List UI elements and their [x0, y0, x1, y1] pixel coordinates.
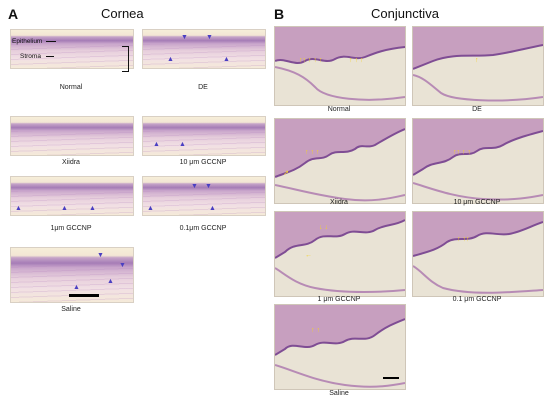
conjunctiva-image-normal: ↑↑ ↑ ↑ ↑ ↑ ↑ ↑: [274, 26, 406, 106]
conjunctiva-image-10um: ↑↑ ↑ ↑: [412, 118, 544, 204]
arrow-down-icon: ▼: [181, 34, 188, 41]
cornea-image-10um: ▲ ▲: [142, 116, 266, 156]
conjunctiva-caption-normal: Normal: [327, 106, 351, 113]
scale-bar: [69, 294, 99, 297]
cornea-caption-normal: Normal: [59, 84, 83, 91]
arrow-up-icon: ↑ ↑↑: [457, 236, 470, 243]
arrow-up-icon: ▲: [147, 205, 154, 212]
thickness-bracket: [122, 46, 129, 72]
conjunctiva-image-1um: ↓ ↓ ←: [274, 211, 406, 297]
epithelium-pointer-line: [46, 41, 56, 42]
epithelium-label: Epithelium: [12, 38, 43, 45]
conjunctiva-caption-01um: 0.1 μm GCCNP: [452, 296, 502, 303]
panel-a-letter: A: [8, 6, 19, 22]
cornea-caption-01um: 0.1μm GCCNP: [179, 225, 227, 232]
arrow-down-icon: ▼: [119, 262, 126, 269]
arrow-up-icon: ↑ ↑: [311, 327, 320, 334]
stroma-pointer-line: [46, 56, 54, 57]
arrow-down-icon: ▼: [97, 252, 104, 259]
conjunctiva-image-saline: ↑ ↑: [274, 304, 406, 390]
stroma-label: Stroma: [20, 53, 41, 60]
arrow-up-icon: ▲: [167, 56, 174, 63]
arrow-up-icon: ↑: [475, 57, 479, 64]
panel-b-letter: B: [274, 6, 285, 22]
conjunctiva-image-01um: ↑ ↑↑: [412, 211, 544, 297]
arrow-up-icon: ↑↑ ↑ ↑ ↑: [299, 57, 323, 64]
arrow-down-icon: ▼: [206, 34, 213, 41]
cornea-image-xiidra: [10, 116, 134, 156]
arrow-up-icon: ▲: [179, 141, 186, 148]
arrow-up-icon: ▲: [15, 205, 22, 212]
scale-bar: [383, 377, 399, 379]
conjunctiva-caption-saline: Saline: [329, 390, 349, 397]
arrow-up-icon: ▲: [73, 284, 80, 291]
conjunctiva-caption-1um: 1 μm GCCNP: [317, 296, 361, 303]
conjunctiva-caption-10um: 10 μm GCCNP: [453, 199, 501, 206]
conjunctiva-caption-xiidra: Xiidra: [330, 199, 348, 206]
arrow-down-icon: ↓ ↓: [319, 224, 328, 231]
cornea-caption-10um: 10 μm GCCNP: [179, 159, 227, 166]
arrow-left-icon: ←: [305, 252, 312, 259]
arrow-down-icon: ▼: [205, 183, 212, 190]
arrow-up-icon: ▲: [153, 141, 160, 148]
cornea-image-de: ▼ ▼ ▲ ▲: [142, 29, 266, 69]
conjunctiva-caption-de: DE: [472, 106, 482, 113]
cornea-image-1um: ▲ ▲ ▲: [10, 176, 134, 216]
cornea-caption-de: DE: [198, 84, 208, 91]
conjunctiva-image-xiidra: ↑ ↑ ↑ ↗: [274, 118, 406, 204]
panel-b-title: Conjunctiva: [371, 6, 439, 21]
cornea-caption-1um: 1μm GCCNP: [50, 225, 92, 232]
arrow-up-icon: ↑ ↑ ↑: [349, 57, 364, 64]
arrow-up-icon: ▲: [209, 205, 216, 212]
arrow-down-icon: ▼: [191, 183, 198, 190]
arrow-up-icon: ▲: [61, 205, 68, 212]
cornea-image-01um: ▼ ▼ ▲ ▲: [142, 176, 266, 216]
arrow-up-icon: ↗: [283, 170, 289, 177]
cornea-image-normal: [10, 29, 134, 69]
panel-a-title: Cornea: [101, 6, 144, 21]
cornea-image-saline: ▼ ▼ ▲ ▲: [10, 247, 134, 303]
cornea-caption-saline: Saline: [61, 306, 81, 313]
arrow-up-icon: ▲: [89, 205, 96, 212]
arrow-up-icon: ▲: [107, 278, 114, 285]
arrow-up-icon: ▲: [223, 56, 230, 63]
conjunctiva-image-de: ↑: [412, 26, 544, 106]
arrow-up-icon: ↑↑ ↑ ↑: [453, 149, 471, 156]
arrow-up-icon: ↑ ↑ ↑: [305, 149, 320, 156]
cornea-caption-xiidra: Xiidra: [62, 159, 80, 166]
